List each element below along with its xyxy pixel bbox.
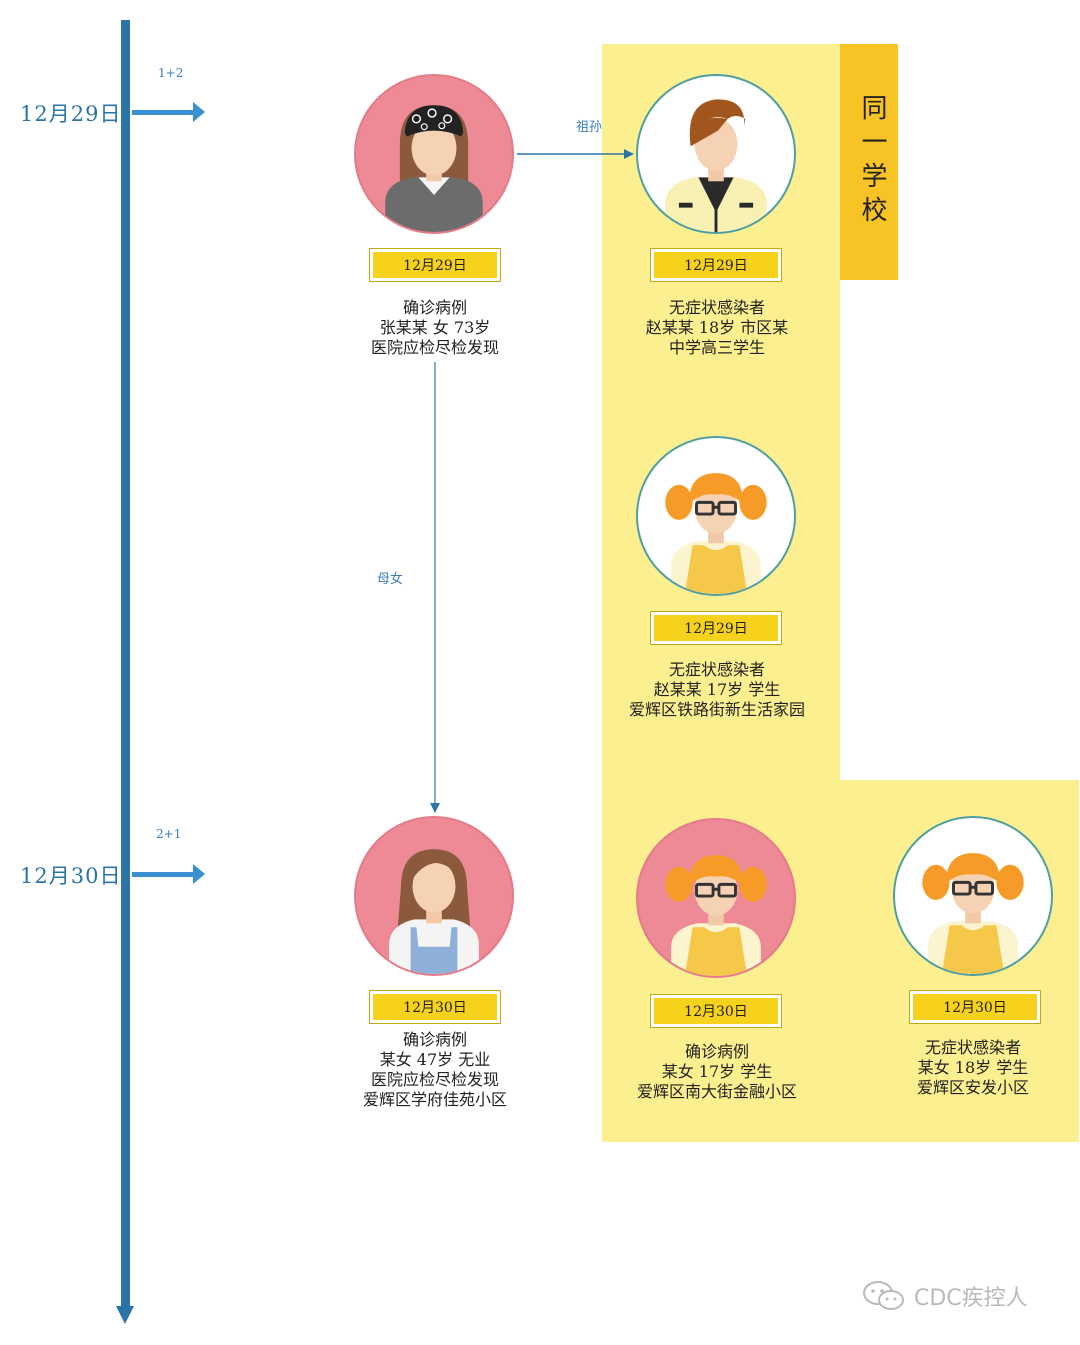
school-label-tab: 同一学校 — [840, 44, 898, 280]
detail-text: 张某某 女 73岁 — [379, 318, 491, 337]
detail-text: 赵某某 18岁 市区某 — [645, 318, 789, 337]
detail-text: 医院应检尽检发现 — [370, 338, 499, 357]
timeline-pointer-arrow — [132, 872, 194, 877]
timeline-pointer-arrow — [132, 110, 194, 115]
detail-text: 赵某某 17岁 学生 — [653, 680, 781, 699]
date-box: 12月29日 — [369, 248, 501, 282]
timeline-arrowhead — [116, 1306, 134, 1324]
detail-text: 爱辉区学府佳苑小区 — [362, 1090, 507, 1109]
detail-text: 爱辉区铁路街新生活家园 — [628, 700, 805, 719]
relation-label-mother-daughter: 母女 — [377, 572, 404, 587]
status-text: 无症状感染者 — [924, 1038, 1021, 1057]
person-caption: 确诊病例 某女 47岁 无业 医院应检尽检发现 爱辉区学府佳苑小区 — [315, 1030, 555, 1110]
timeline-date-1229: 12月29日 — [20, 102, 122, 126]
person-caption: 无症状感染者 赵某某 18岁 市区某 中学高三学生 — [597, 298, 837, 358]
detail-text: 某女 18岁 学生 — [917, 1058, 1029, 1077]
girl-glasses-icon — [636, 436, 796, 596]
status-text: 无症状感染者 — [668, 660, 765, 679]
date-box: 12月29日 — [650, 611, 782, 645]
timeline-pointer-arrowhead — [193, 864, 205, 884]
elderly-woman-headscarf-icon — [354, 74, 514, 234]
girl-glasses-icon — [636, 818, 796, 978]
ratio-label-1230: 2+1 — [156, 827, 182, 841]
person-caption: 确诊病例 张某某 女 73岁 医院应检尽检发现 — [315, 298, 555, 358]
detail-text: 医院应检尽检发现 — [370, 1070, 499, 1089]
detail-text: 某女 47岁 无业 — [379, 1050, 491, 1069]
date-box: 12月30日 — [909, 990, 1041, 1024]
status-text: 确诊病例 — [402, 298, 467, 317]
date-box: 12月29日 — [650, 248, 782, 282]
relation-label-grandparent: 祖孙 — [576, 120, 603, 135]
watermark-text: CDC疾控人 — [914, 1286, 1028, 1311]
connector-arrowhead — [430, 803, 440, 813]
girl-glasses-icon — [893, 816, 1053, 976]
person-caption: 确诊病例 某女 17岁 学生 爱辉区南大街金融小区 — [597, 1042, 837, 1102]
date-box: 12月30日 — [650, 994, 782, 1028]
person-caption: 无症状感染者 赵某某 17岁 学生 爱辉区铁路街新生活家园 — [597, 660, 837, 720]
date-box: 12月30日 — [369, 990, 501, 1024]
status-text: 确诊病例 — [402, 1030, 467, 1049]
woman-overalls-icon — [354, 816, 514, 976]
status-text: 确诊病例 — [684, 1042, 749, 1061]
detail-text: 爱辉区南大街金融小区 — [636, 1082, 797, 1101]
status-text: 无症状感染者 — [668, 298, 765, 317]
school-label: 同一学校 — [857, 94, 887, 230]
timeline-pointer-arrowhead — [193, 102, 205, 122]
detail-text: 中学高三学生 — [668, 338, 765, 357]
ratio-label-1229: 1+2 — [158, 66, 184, 80]
detail-text: 爱辉区安发小区 — [916, 1078, 1029, 1097]
wechat-icon — [863, 1281, 904, 1310]
teen-boy-icon — [636, 74, 796, 234]
watermark: CDC疾控人 — [862, 1280, 1028, 1312]
timeline-date-1230: 12月30日 — [20, 864, 122, 888]
timeline-axis — [121, 20, 130, 1310]
detail-text: 某女 17岁 学生 — [661, 1062, 773, 1081]
person-caption: 无症状感染者 某女 18岁 学生 爱辉区安发小区 — [853, 1038, 1080, 1098]
